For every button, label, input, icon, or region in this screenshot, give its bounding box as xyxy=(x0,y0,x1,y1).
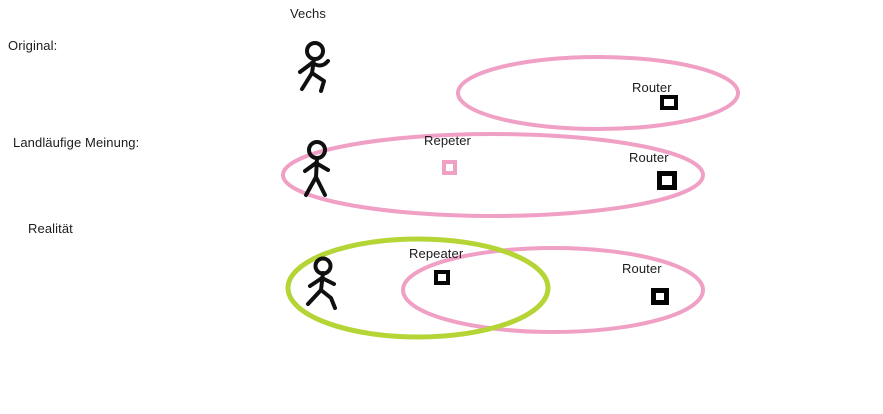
router-label-reality: Router xyxy=(622,261,662,276)
repeater-label-opinion: Repeter xyxy=(424,133,471,148)
stick-figure-icon-original xyxy=(298,41,330,93)
router-label-original: Router xyxy=(632,80,672,95)
router-coverage-ellipse-reality xyxy=(401,246,705,334)
repeater-label-reality: Repeater xyxy=(409,246,464,261)
router-square-icon-opinion xyxy=(657,171,677,190)
router-coverage-ellipse-original xyxy=(456,55,740,131)
row-label-original: Original: xyxy=(8,38,58,53)
stick-figure-icon-opinion xyxy=(303,140,330,197)
row-label-reality: Realität xyxy=(28,221,73,236)
router-label-opinion: Router xyxy=(629,150,669,165)
repeater-square-icon-opinion xyxy=(442,160,457,175)
vechs-label: Vechs xyxy=(290,6,326,21)
router-square-icon-original xyxy=(660,95,678,110)
router-square-icon-reality xyxy=(651,288,669,305)
stick-figure-icon-reality xyxy=(306,256,337,310)
repeater-coverage-ellipse-reality-green xyxy=(285,236,551,340)
repeater-coverage-ellipse-opinion xyxy=(281,132,705,218)
row-label-opinion: Landläufige Meinung: xyxy=(13,135,140,150)
repeater-square-icon-reality xyxy=(434,270,450,285)
